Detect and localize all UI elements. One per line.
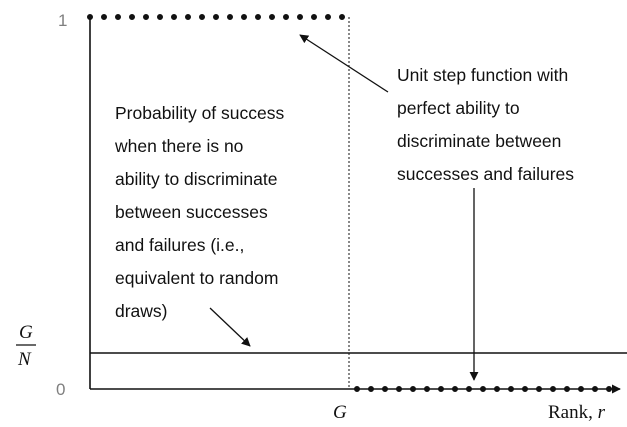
g-over-n-label: G N: [16, 322, 36, 370]
random-draws-annotation: Probability of success when there is no …: [114, 103, 289, 321]
random-draws-line-6: equivalent to random: [115, 268, 278, 288]
x-axis-label: Rank, r: [548, 402, 606, 423]
y-tick-0: 0: [56, 380, 65, 399]
arrow-to-random-draw-line: [209, 307, 251, 347]
random-draws-line-3: ability to discriminate: [115, 169, 277, 189]
random-draws-line-1: Probability of success: [115, 103, 284, 123]
ratio-denominator: N: [17, 349, 32, 370]
x-axis-label-text: Rank,: [548, 402, 598, 423]
x-marker-g: G: [333, 402, 347, 423]
random-draws-line-2: when there is no: [114, 136, 243, 156]
y-tick-1: 1: [58, 11, 67, 30]
random-draws-line-4: between successes: [115, 202, 268, 222]
step-function-line-1: Unit step function with: [397, 65, 568, 85]
random-draws-line-7: draws): [115, 301, 168, 321]
step-function-annotation: Unit step function with perfect ability …: [397, 65, 574, 184]
step-function-line-4: successes and failures: [397, 164, 574, 184]
ratio-numerator: G: [19, 322, 33, 343]
arrow-to-step-top: [299, 34, 389, 93]
step-function-line-2: perfect ability to: [397, 98, 520, 118]
x-axis-symbol: r: [598, 402, 606, 423]
random-draws-line-5: and failures (i.e.,: [115, 235, 244, 255]
step-function-line-3: discriminate between: [397, 131, 561, 151]
